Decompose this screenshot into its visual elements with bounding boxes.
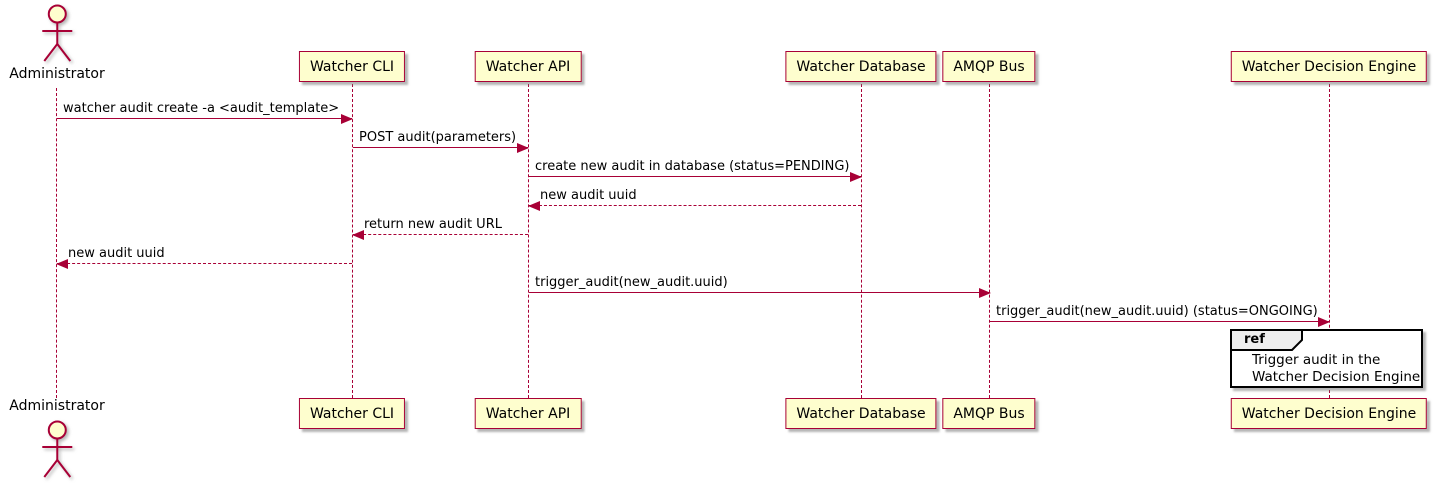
participant-amqp-bus-bottom: AMQP Bus	[942, 398, 1036, 429]
actor-label: Administrator	[9, 66, 105, 82]
participant-watcher-decision-engine-top: Watcher Decision Engine	[1230, 51, 1428, 82]
arrowhead-left-icon	[528, 200, 540, 211]
arrowhead-left-icon	[56, 258, 68, 269]
participant-watcher-api-top: Watcher API	[474, 51, 582, 82]
ref-text-line2: Watcher Decision Engine	[1252, 369, 1421, 385]
message-8-arrow	[990, 316, 1330, 327]
message-1-label: watcher audit create -a <audit_template>	[63, 101, 340, 116]
actor-administrator-bottom: Administrator	[9, 398, 105, 480]
message-3-arrow	[529, 171, 862, 182]
message-8-label: trigger_audit(new_audit.uuid) (status=ON…	[996, 304, 1318, 319]
arrowhead-right-icon	[1318, 316, 1330, 327]
actor-administrator-top: Administrator	[9, 4, 105, 82]
message-5-label: return new audit URL	[364, 217, 502, 232]
message-7-arrow	[529, 287, 991, 298]
message-1-arrow	[57, 113, 353, 124]
message-6-arrow	[56, 258, 352, 269]
participant-watcher-decision-engine-bottom: Watcher Decision Engine	[1230, 398, 1428, 429]
lifeline-watcher-decision-engine	[1329, 84, 1330, 398]
arrowhead-right-icon	[850, 171, 862, 182]
lifeline-watcher-api	[528, 84, 529, 398]
lifeline-amqp-bus	[989, 84, 990, 398]
actor-icon	[42, 420, 72, 478]
lifeline-watcher-database	[861, 84, 862, 398]
ref-tab-icon	[1230, 329, 1303, 351]
ref-fragment: ref Trigger audit in the Watcher Decisio…	[1230, 329, 1423, 388]
actor-icon	[42, 4, 72, 62]
participant-watcher-api-bottom: Watcher API	[474, 398, 582, 429]
message-6-label: new audit uuid	[68, 246, 165, 261]
participant-watcher-database-bottom: Watcher Database	[785, 398, 937, 429]
arrowhead-right-icon	[979, 287, 991, 298]
lifeline-watcher-cli	[352, 84, 353, 398]
participant-amqp-bus-top: AMQP Bus	[942, 51, 1036, 82]
ref-keyword: ref	[1244, 332, 1265, 347]
participant-watcher-cli-bottom: Watcher CLI	[298, 398, 406, 429]
arrowhead-right-icon	[517, 142, 529, 153]
arrowhead-right-icon	[341, 113, 353, 124]
message-2-arrow	[353, 142, 529, 153]
message-2-label: POST audit(parameters)	[359, 130, 517, 145]
actor-label: Administrator	[9, 398, 105, 414]
message-4-label: new audit uuid	[540, 188, 637, 203]
message-3-label: create new audit in database (status=PEN…	[535, 159, 850, 174]
arrowhead-left-icon	[352, 229, 364, 240]
participant-watcher-database-top: Watcher Database	[785, 51, 937, 82]
message-7-label: trigger_audit(new_audit.uuid)	[535, 275, 728, 290]
message-4-arrow	[528, 200, 861, 211]
ref-text: Trigger audit in the Watcher Decision En…	[1252, 352, 1420, 386]
message-5-arrow	[352, 229, 528, 240]
ref-text-line1: Trigger audit in the	[1252, 352, 1381, 368]
participant-watcher-cli-top: Watcher CLI	[298, 51, 406, 82]
lifeline-administrator	[56, 88, 57, 398]
